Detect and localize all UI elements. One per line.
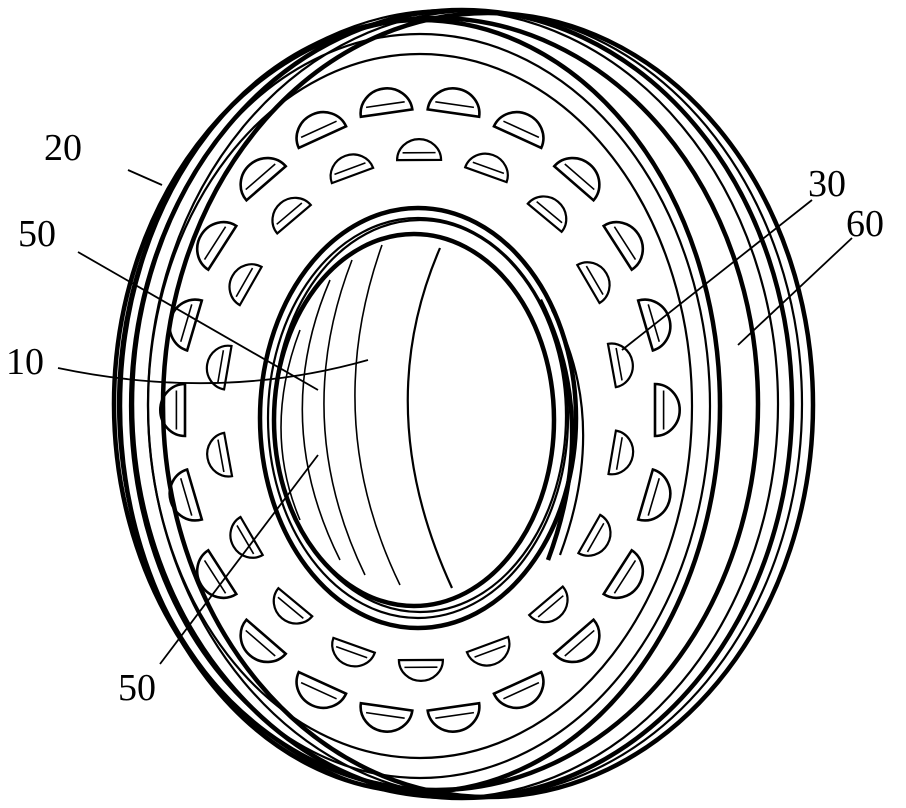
ref-label-20: 20	[44, 127, 82, 169]
spoke-hole	[492, 110, 545, 150]
spoke-hole	[195, 548, 239, 600]
leader-50-lower	[159, 454, 319, 665]
leader-20	[127, 169, 163, 186]
spoke-hole	[168, 298, 204, 353]
leader-10	[57, 359, 369, 385]
ref-label-50-lower: 50	[118, 667, 156, 709]
spoke-hole	[229, 515, 265, 559]
reference-numerals: 20 50 10 30 60 50	[6, 127, 884, 709]
leader-lines	[57, 169, 853, 665]
spoke-hole	[463, 152, 509, 184]
spoke-hole	[527, 585, 569, 624]
spoke-hole	[601, 548, 645, 600]
spoke-hole	[606, 342, 634, 389]
spoke-hole	[206, 431, 234, 478]
leader-60	[737, 237, 853, 346]
spoke-hole	[329, 153, 375, 185]
spoke-hole	[552, 617, 601, 664]
ref-label-50-upper: 50	[18, 213, 56, 255]
spoke-hole	[492, 670, 545, 710]
leader-30	[621, 199, 813, 351]
spoke-hole	[272, 586, 314, 625]
spoke-hole	[636, 467, 672, 522]
spoke-hole	[396, 138, 443, 162]
spoke-hole	[168, 467, 204, 522]
spoke-hole	[239, 156, 288, 203]
spoke-hole	[465, 635, 511, 667]
tread-rings	[111, 7, 816, 801]
spoke-hole	[239, 617, 288, 664]
spoke-hole	[426, 701, 481, 733]
spoke-hole	[576, 513, 612, 557]
spoke-hole	[653, 382, 681, 438]
spoke-hole	[159, 382, 187, 438]
spoke-hole	[359, 701, 414, 733]
spoke-hole	[397, 658, 444, 682]
spoke-web	[159, 87, 681, 733]
spoke-hole	[228, 263, 264, 307]
spoke-hole	[552, 156, 601, 203]
spoke-hole	[575, 261, 611, 305]
spoke-hole	[295, 670, 348, 710]
spoke-hole	[607, 429, 635, 476]
inner-hub	[257, 205, 585, 631]
spoke-hole	[295, 110, 348, 150]
leader-50-upper	[77, 251, 319, 391]
spoke-hole	[601, 220, 645, 272]
spoke-hole	[205, 344, 233, 391]
outer-ring	[117, 17, 723, 795]
spoke-hole	[271, 196, 313, 235]
ref-label-10: 10	[6, 341, 44, 383]
spoke-hole	[195, 220, 239, 272]
spoke-hole	[636, 298, 672, 353]
ref-label-30: 30	[808, 163, 846, 205]
spoke-hole	[359, 87, 414, 119]
spoke-hole	[426, 87, 481, 119]
spoke-hole	[331, 636, 377, 668]
ref-label-60: 60	[846, 203, 884, 245]
spoke-hole	[526, 195, 568, 234]
